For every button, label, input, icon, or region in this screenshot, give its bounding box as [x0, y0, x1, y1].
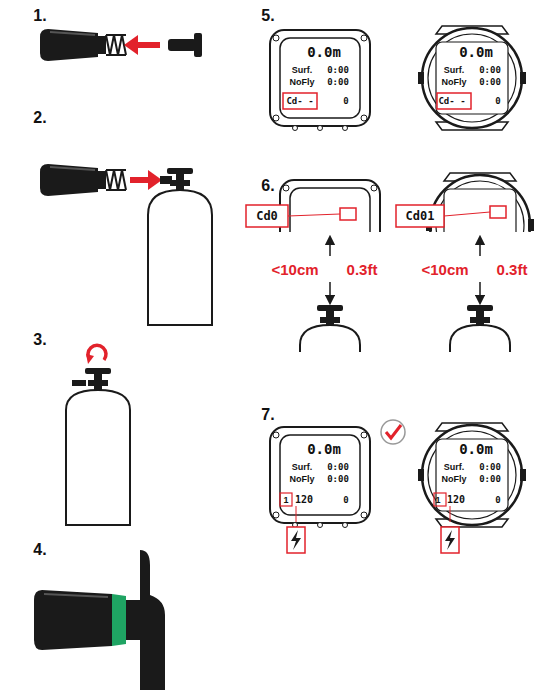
display-reading: 0:00: [327, 66, 349, 75]
display-reading: 0:00: [327, 78, 349, 87]
display-reading: 0.0m: [459, 442, 493, 456]
step-number: 6.: [261, 178, 274, 194]
distance-label: <10cm: [421, 262, 468, 277]
display-reading: 0: [495, 97, 500, 106]
display-reading: 120: [295, 495, 313, 505]
display-reading: 0:00: [327, 463, 349, 472]
display-reading: 0: [343, 97, 348, 106]
display-reading: Cd- -: [286, 97, 313, 106]
step-number: 4.: [33, 542, 46, 558]
display-reading: 0:00: [479, 475, 501, 484]
display-reading: Surf.: [292, 463, 313, 472]
display-reading: 0: [495, 496, 500, 505]
step-number: 2.: [33, 110, 46, 126]
display-reading: 1: [435, 496, 440, 505]
display-reading: Surf.: [444, 463, 465, 472]
display-reading: NoFly: [441, 78, 466, 87]
display-reading: Surf.: [292, 66, 313, 75]
step-number: 7.: [261, 407, 274, 423]
display-reading: Cd01: [406, 210, 435, 222]
display-reading: NoFly: [289, 475, 314, 484]
display-reading: 1: [283, 496, 288, 505]
display-reading: 0:00: [479, 66, 501, 75]
display-reading: Surf.: [444, 66, 465, 75]
step-number: 1.: [33, 8, 46, 24]
step-number: 5.: [261, 8, 274, 24]
distance-label: 0.3ft: [347, 262, 378, 277]
display-reading: Cd- -: [438, 97, 465, 106]
display-reading: NoFly: [441, 475, 466, 484]
display-reading: 0:00: [479, 78, 501, 87]
display-reading: 0:00: [327, 475, 349, 484]
display-reading: Cd0: [256, 210, 278, 222]
display-reading: 120: [447, 495, 465, 505]
display-reading: 0.0m: [459, 45, 493, 59]
display-reading: 0: [343, 496, 348, 505]
display-reading: 0.0m: [307, 442, 341, 456]
display-reading: 0:00: [479, 463, 501, 472]
step-number: 3.: [33, 332, 46, 348]
distance-label: <10cm: [271, 262, 318, 277]
distance-label: 0.3ft: [497, 262, 528, 277]
display-reading: 0.0m: [307, 45, 341, 59]
display-reading: NoFly: [289, 78, 314, 87]
